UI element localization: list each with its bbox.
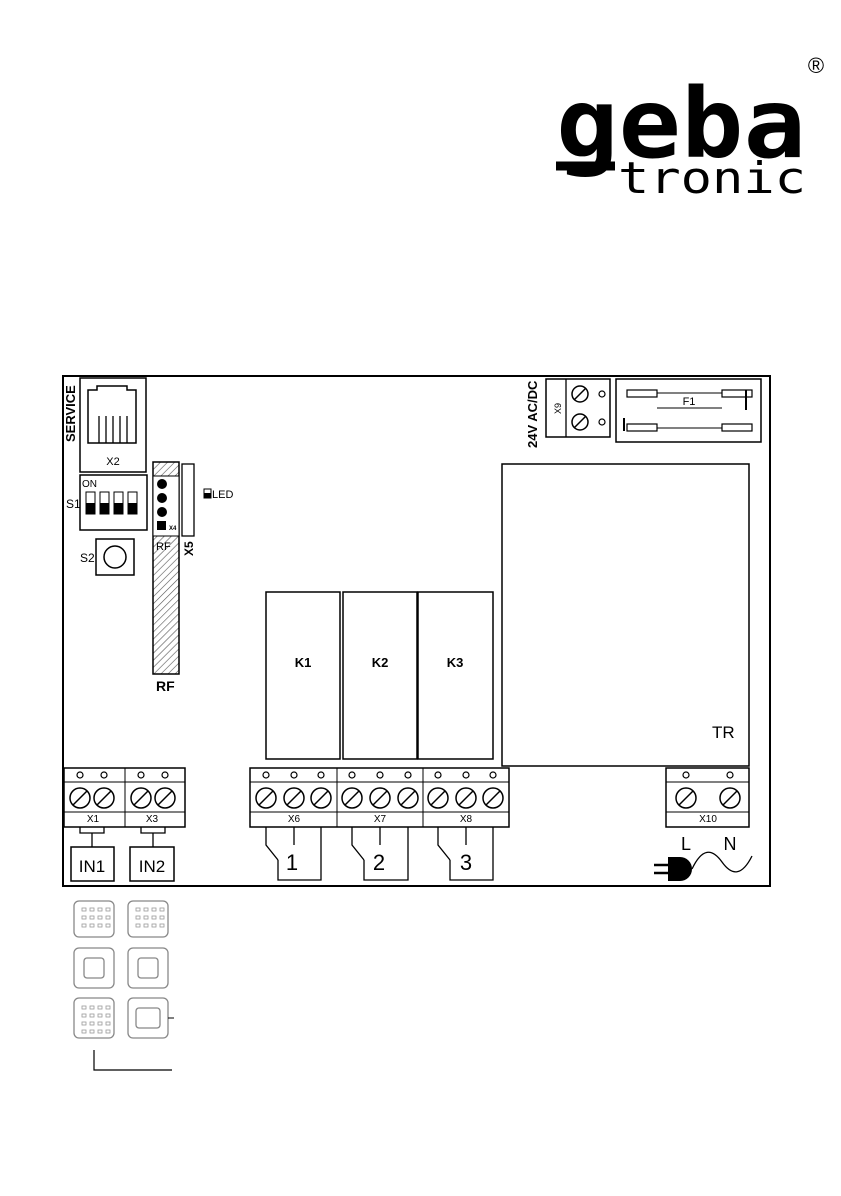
registered-mark: ® [808,53,824,78]
input-wiring: IN1 IN2 [71,827,174,881]
voltage-label: 24V AC/DC [525,380,540,448]
led-indicator: LED [204,489,233,501]
x3-label: X3 [146,814,159,825]
in2-label: IN2 [139,857,165,876]
k1-label: K1 [295,655,312,670]
relay-k1: K1 [266,592,340,759]
mains-plug-icon [654,852,752,881]
logo-line-2: tronic [618,153,806,204]
s2-label: S2 [80,551,95,565]
rf-module: X4 RF RF [153,462,179,694]
x4-label: X4 [169,526,177,532]
l-label: L [681,834,691,854]
in1-label: IN1 [79,857,105,876]
s1-label: S1 [66,497,81,511]
connector-x2: X2 [80,378,146,472]
k3-label: K3 [447,655,464,670]
x7-label: X7 [374,814,387,825]
x5-label: X5 [182,541,196,556]
rf-label: RF [156,678,175,694]
relay-k2: K2 [343,592,417,759]
terminal-block-outputs: X6 X7 X8 [250,768,509,827]
x10-label: X10 [699,814,717,825]
output-contacts: 1 2 3 [266,827,493,880]
button-s2[interactable]: S2 [80,539,134,575]
k2-label: K2 [372,655,389,670]
x1-label: X1 [87,814,100,825]
terminal-block-inputs: X1 X3 [64,768,185,827]
n-label: N [724,834,737,854]
x6-label: X6 [288,814,301,825]
relay-k3: K3 [418,592,493,759]
x9-label: X9 [553,403,563,414]
service-label: SERVICE [63,385,78,442]
x8-label: X8 [460,814,473,825]
fuse-f1: F1 [616,379,761,442]
square-button-1 [74,948,114,988]
terminal-block-mains: X10 L N [666,768,749,854]
connector-x5: X5 [182,464,196,556]
output-1-label: 1 [286,850,298,875]
connector-x9: 24V AC/DC X9 [525,379,610,448]
remote-buttons [74,901,174,1070]
dip-switch-s1[interactable]: S1 ON [66,475,147,530]
square-button-3 [128,998,168,1038]
tr-label: TR [712,723,735,742]
output-3-label: 3 [460,850,472,875]
output-2-label: 2 [373,850,385,875]
led-label: LED [212,489,233,501]
x2-label: X2 [106,456,119,468]
f1-label: F1 [683,396,696,408]
square-button-2 [128,948,168,988]
transformer: TR [502,464,749,766]
gebatronic-logo: geba tronic ® [556,53,824,204]
rf-small-label: RF [156,541,171,553]
on-label: ON [82,479,97,490]
